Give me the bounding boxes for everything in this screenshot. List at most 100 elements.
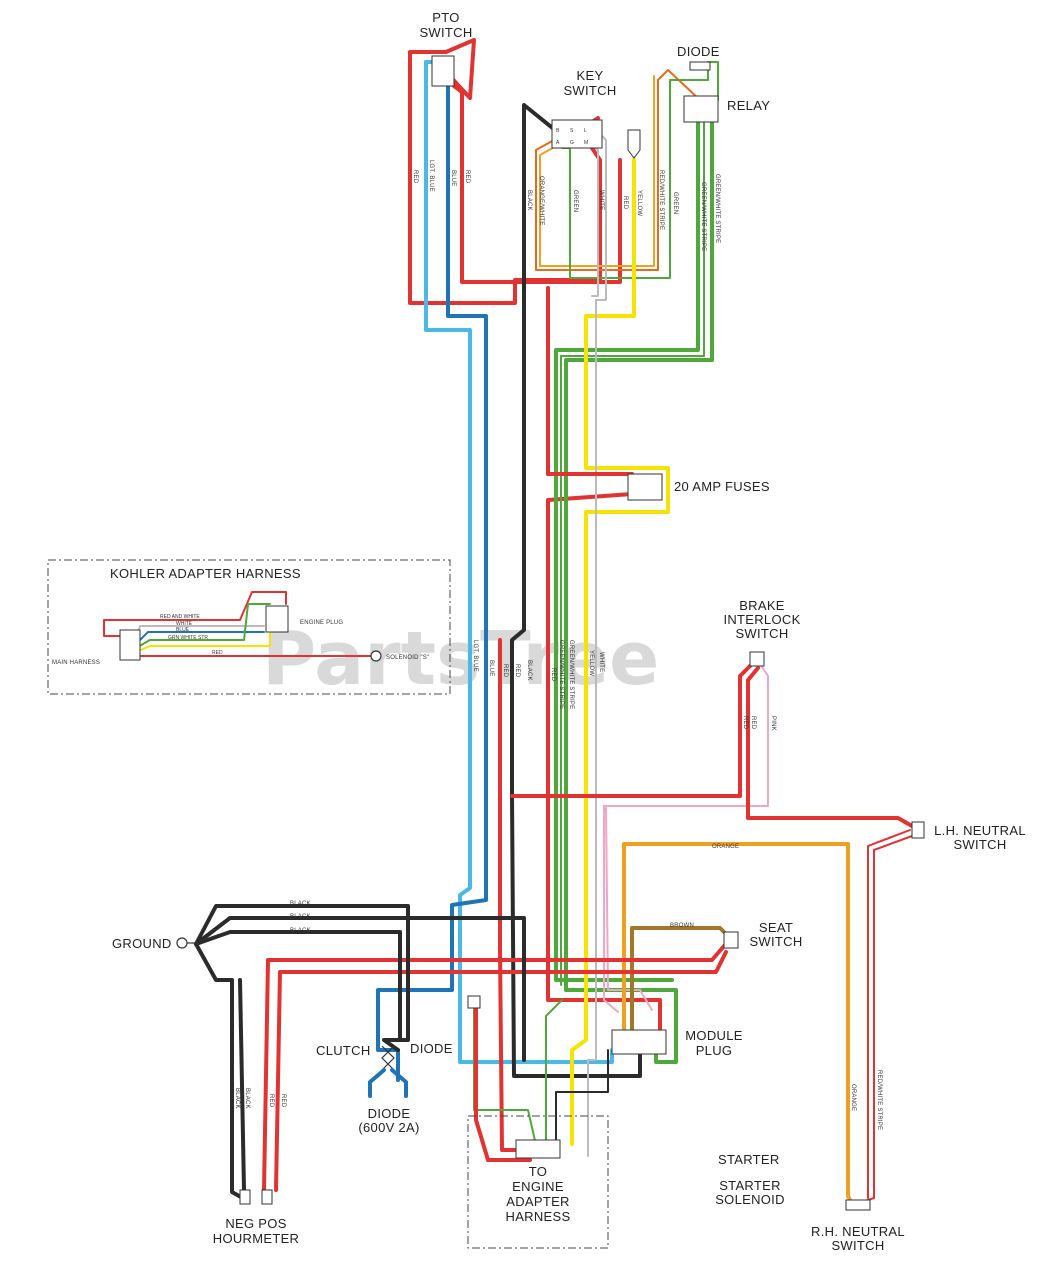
wire-light-blue [424, 60, 614, 1064]
wire-label-red-brake: RED [742, 716, 748, 730]
wire-label-orange-top: ORANGE [712, 844, 739, 850]
diode-mid-body [467, 995, 481, 1009]
brake-switch-body [749, 651, 765, 667]
wire-label-yellow-key: YELLOW [636, 190, 642, 216]
kohler-main-harness-label: MAIN HARNESS [52, 660, 100, 666]
wire-label-red-white-rh: RED/WHITE STRIPE [876, 1070, 882, 1130]
ground-terminal [176, 937, 188, 949]
clutch-diode-wire [368, 1068, 408, 1098]
wire-brake-red [510, 662, 754, 798]
wire-label-orange-rh: ORANGE [850, 1084, 856, 1111]
wire-green-key [561, 61, 719, 279]
wire-orange-white-b [539, 75, 655, 267]
lh-neutral-body [911, 821, 925, 839]
wire-pto-red-tri [444, 38, 476, 100]
fuse-block [627, 473, 663, 501]
wire-seat-red [262, 944, 726, 1192]
label-diode-bottom: DIODE(600V 2A) [358, 1106, 419, 1135]
wire-pto-red-2 [452, 84, 622, 284]
wire-label-white-trunk: WHITE [598, 652, 604, 672]
label-solenoid-l1: STARTER [719, 1178, 781, 1193]
hourmeter-neg [239, 1189, 251, 1205]
wire-label-red-hour: RED [268, 1094, 274, 1108]
label-brake-l1: BRAKE [739, 598, 785, 613]
wire-lh-neutral [861, 835, 913, 1203]
label-rh-l1: R.H. NEUTRAL [811, 1224, 905, 1239]
wire-label-red-pto: RED [412, 170, 418, 184]
kohler-frame [47, 559, 451, 695]
kohler-label-green-white: GRN WHITE STR [168, 635, 208, 641]
kohler-label-red: RED [212, 650, 223, 656]
kohler-wire-red [103, 591, 287, 637]
label-brake-l2: INTERLOCK [723, 612, 800, 627]
terminal-g: G [570, 140, 574, 146]
wire-pink [603, 663, 769, 1013]
label-fuses: 20 AMP FUSES [674, 479, 770, 494]
wire-white-1 [587, 129, 607, 1157]
wire-label-green-relay: GREEN [672, 192, 678, 214]
label-adapter-l3: ADAPTER [506, 1194, 570, 1209]
label-ground: GROUND [112, 936, 172, 951]
wire-green-adapter [539, 999, 563, 1146]
wire-label-black-ground-1: BLACK [290, 901, 311, 907]
terminal-b: B [556, 128, 560, 134]
terminal-l: L [584, 128, 587, 134]
kohler-title: KOHLER ADAPTER HARNESS [110, 566, 301, 581]
components: B S L A G M [176, 55, 925, 1249]
label-diode-bottom-l1: DIODE [368, 1106, 411, 1121]
pto-switch-body [431, 55, 455, 87]
clutch-coil [381, 1045, 395, 1071]
terminal-s: S [570, 128, 574, 134]
module-plug-body [611, 1029, 667, 1055]
wire-diode-red [474, 1004, 532, 1162]
kohler-harness: KOHLER ADAPTER HARNESS RED AND WHITE WHI… [47, 559, 451, 695]
wire-green-white-3 [560, 117, 705, 986]
wire-lh-neutral-w [867, 829, 911, 1199]
kohler-solenoid-terminal [370, 650, 382, 662]
wire-label-black-trunk: BLACK [526, 660, 532, 681]
label-hourmeter-l2: HOURMETER [213, 1231, 299, 1246]
wire-orange-white [535, 69, 701, 271]
label-diode-bottom-l2: (600V 2A) [358, 1120, 419, 1135]
kohler-main-plug [119, 629, 141, 661]
label-starter: STARTER [718, 1152, 780, 1167]
wire-ground-black-4 [194, 942, 248, 1202]
wires [194, 38, 914, 1206]
wire-ground-black-3 [194, 930, 402, 1042]
label-rh-l2: SWITCH [831, 1238, 884, 1253]
diode-top-body [689, 61, 711, 71]
label-diode-mid: DIODE [410, 1041, 453, 1056]
wire-green-white-2 [554, 116, 700, 982]
label-relay: RELAY [727, 98, 770, 113]
wire-label-brown: BROWN [670, 923, 694, 929]
wire-label-red-pto-2: RED [464, 170, 470, 184]
engine-adapter-plug [515, 1139, 561, 1159]
wire-label-lgt-blue-trunk: LGT. BLUE [472, 640, 478, 672]
key-switch-body [551, 119, 603, 149]
terminal-a: A [556, 140, 560, 146]
wire-green-adapter-2 [473, 999, 537, 1146]
kohler-label-blue: BLUE [176, 627, 190, 633]
label-key-switch-l2: SWITCH [563, 83, 616, 98]
wire-label-green-white-relay: GREEN/WHITE STRIPE [700, 182, 706, 251]
label-lh-l1: L.H. NEUTRAL [934, 823, 1026, 838]
wire-label-green-white-trunk-2: GREEN/WHITE STRIPE [568, 640, 574, 709]
wire-label-red-white: RED/WHITE STRIPE [658, 170, 664, 230]
wire-label-red-trunk-2: RED [514, 664, 520, 678]
wire-label-red-hour-2: RED [280, 1094, 286, 1108]
wire-black-main [510, 103, 642, 1078]
wire-label-pink-brake: PINK [770, 716, 776, 731]
seat-switch-body [723, 931, 739, 949]
wire-blue [376, 78, 488, 1082]
key-switch-terminals: B S L A G M [556, 128, 588, 146]
hourmeter-pos [261, 1189, 273, 1205]
kohler-wire-green [135, 603, 271, 649]
